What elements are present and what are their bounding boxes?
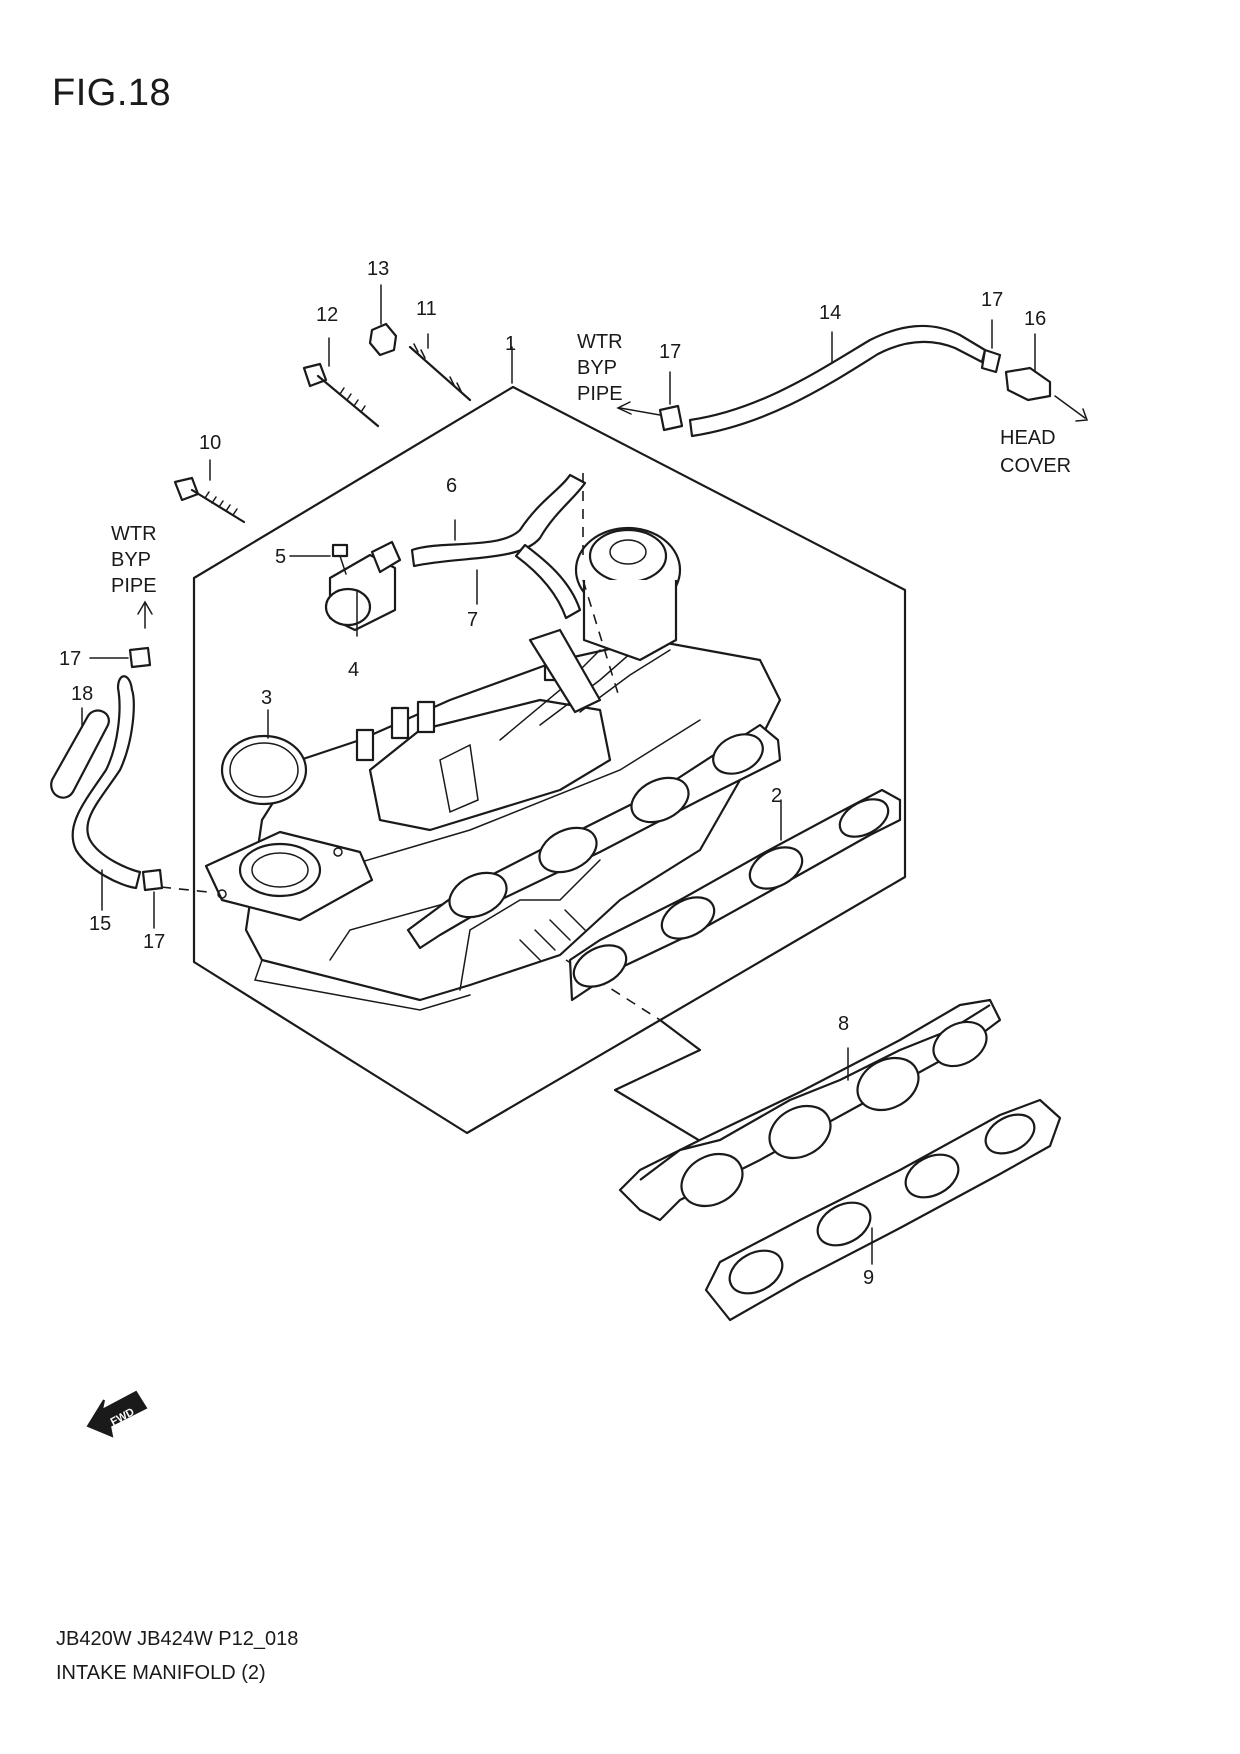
note-wtr-top-3: PIPE: [577, 383, 623, 405]
stud-11: [408, 343, 472, 402]
clamp-17-left-upper: [128, 646, 152, 669]
callout-16: 16: [1024, 308, 1046, 330]
callout-10: 10: [199, 432, 221, 454]
note-wtr-top-1: WTR: [577, 331, 623, 353]
clamp-17-top-right: [980, 348, 1002, 374]
footer-caption: INTAKE MANIFOLD (2): [56, 1662, 266, 1684]
insulator-8: [618, 998, 1002, 1222]
callout-7: 7: [467, 609, 478, 631]
nut-13: [368, 322, 398, 357]
note-head-cover-2: COVER: [1000, 455, 1071, 477]
assembly-boundary: [192, 385, 907, 1135]
callout-6: 6: [446, 475, 457, 497]
bolt-10: [173, 476, 246, 524]
hose-18: [50, 709, 110, 799]
leader-lines: [81, 284, 1036, 1265]
gasket-9: [704, 1098, 1062, 1322]
callout-2: 2: [771, 785, 782, 807]
callout-1: 1: [505, 333, 516, 355]
callout-11: 11: [416, 298, 437, 320]
callout-14: 14: [819, 302, 841, 324]
note-wtr-left-1: WTR: [111, 523, 157, 545]
callout-17-bottom-left: 17: [143, 931, 165, 953]
note-head-cover-1: HEAD: [1000, 427, 1056, 449]
clamp-17-left-lower: [141, 868, 164, 892]
callout-13: 13: [367, 258, 389, 280]
callout-9: 9: [863, 1267, 874, 1289]
fitting-16: [1004, 366, 1052, 402]
footer: JB420W JB424W P12_018 INTAKE MANIFOLD (2…: [56, 1622, 298, 1690]
callout-17-left: 17: [59, 648, 81, 670]
footer-code: JB420W JB424W P12_018: [56, 1628, 299, 1650]
fwd-arrow-icon: FWD: [86, 1390, 148, 1438]
callout-3: 3: [261, 687, 272, 709]
callout-15: 15: [89, 913, 111, 935]
callout-5: 5: [275, 546, 286, 568]
hose-7: [514, 543, 582, 620]
note-wtr-left-2: BYP: [111, 549, 151, 571]
note-wtr-left-3: PIPE: [111, 575, 157, 597]
callout-4: 4: [348, 659, 359, 681]
figure-title: FIG.18: [52, 72, 172, 114]
callout-12: 12: [316, 304, 338, 326]
note-wtr-top-2: BYP: [577, 357, 617, 379]
o-ring-3: [220, 734, 308, 806]
bolt-12: [302, 362, 380, 428]
callout-8: 8: [838, 1013, 849, 1035]
hose-14: [688, 324, 987, 438]
callout-17-top-left: 17: [659, 341, 681, 363]
gasket-2: [568, 788, 902, 1002]
clamp-17-top-left: [658, 404, 684, 432]
callout-17-top-right: 17: [981, 289, 1003, 311]
intake-manifold-body: [204, 526, 782, 1011]
callout-18: 18: [71, 683, 93, 705]
hose-6: [410, 473, 587, 568]
hose-15: [71, 675, 142, 890]
screw-5: [331, 543, 349, 575]
